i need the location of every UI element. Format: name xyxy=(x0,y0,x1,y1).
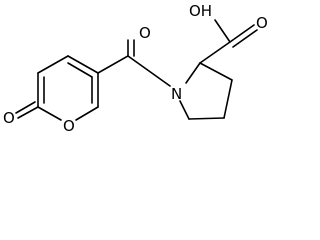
bond-o1-c6 xyxy=(75,106,99,121)
atom-label-pyranone-carbonyl-oxygen: O xyxy=(3,109,15,127)
bond-cooh-carbonyl-b xyxy=(232,29,258,48)
bond-c2-c3 xyxy=(199,62,233,81)
amide-linker xyxy=(97,39,171,87)
atom-label-carboxyl-oxygen: O xyxy=(256,14,268,32)
bond-c2-cooh xyxy=(199,41,231,64)
bond-c4-c3 xyxy=(37,55,69,74)
bond-c5-n xyxy=(179,100,190,120)
pyrrolidine-ring xyxy=(179,62,233,120)
bond-c5-c4 xyxy=(67,55,99,74)
bond-amide-c-n xyxy=(127,55,171,87)
pyranone-ring xyxy=(15,55,99,121)
bond-c4-c5 xyxy=(188,117,225,120)
bond-c5-amide-c xyxy=(97,55,129,74)
bond-c3-c4 xyxy=(223,79,233,119)
carboxylic-acid xyxy=(199,19,258,64)
bond-c5-c4-inner xyxy=(67,62,93,78)
bond-c2-o1 xyxy=(37,106,62,121)
bond-cooh-oh xyxy=(214,19,231,43)
atom-label-ring-nitrogen: N xyxy=(171,85,182,103)
chemical-structure: OH O O N O O xyxy=(3,2,268,135)
atom-label-hydroxyl: OH xyxy=(189,2,212,20)
atom-label-pyranone-ring-oxygen: O xyxy=(63,117,75,135)
bond-c2-carbonyl-a xyxy=(17,106,39,119)
bond-n-c2 xyxy=(185,62,201,84)
atom-label-amide-oxygen: O xyxy=(139,24,151,42)
bond-cooh-carbonyl-a xyxy=(229,24,255,43)
bond-c2-carbonyl-b xyxy=(15,101,36,114)
